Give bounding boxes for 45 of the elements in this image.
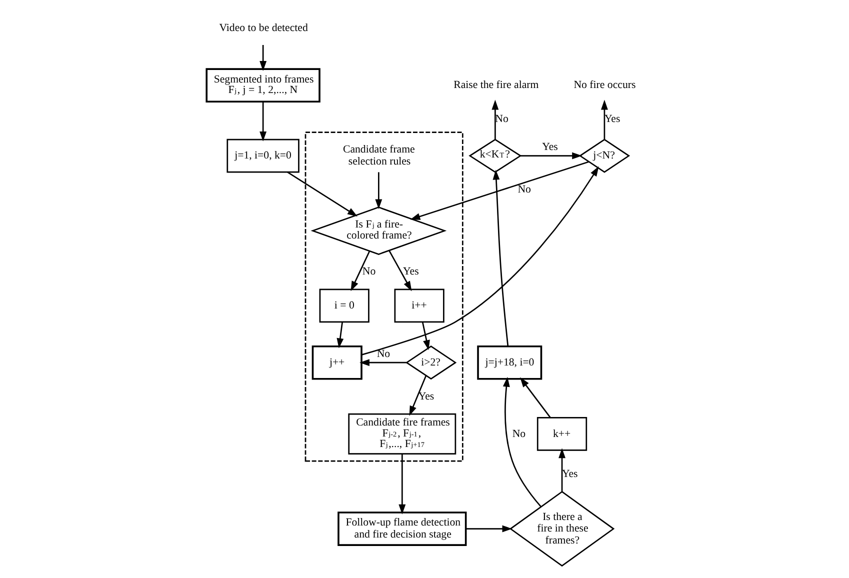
arrow <box>361 166 599 356</box>
arrow <box>466 525 512 532</box>
edge-label: Yes <box>418 390 434 402</box>
node-box: i++ <box>394 288 444 323</box>
arrow <box>287 172 358 216</box>
node-box: j++ <box>312 345 362 380</box>
arrow <box>492 100 499 140</box>
node-diamond: j<N? <box>578 138 630 173</box>
arrow <box>600 100 608 140</box>
node-box: j=1, i=0, k=0 <box>226 138 300 173</box>
node-text: Video to be detected <box>219 22 308 34</box>
edge-label: No <box>376 348 390 360</box>
arrow <box>558 448 566 492</box>
arrow <box>398 454 406 514</box>
arrow <box>502 376 542 508</box>
edge-label: No <box>512 428 526 440</box>
cluster <box>304 132 464 462</box>
edge-label: Yes <box>604 113 620 126</box>
edge-label: Yes <box>562 468 578 480</box>
node-box: k++ <box>536 417 588 451</box>
node-diamond: Is there a fire in these frames? <box>509 490 615 567</box>
arrow <box>260 102 267 142</box>
edge-label: Yes <box>403 266 419 278</box>
node-text: Raise the fire alarm <box>454 79 539 92</box>
arrow <box>260 44 267 71</box>
edge-label: No <box>518 183 531 196</box>
arrow <box>520 152 582 160</box>
node-box: Follow-up flame detection and fire decision stage <box>338 512 467 546</box>
arrow <box>520 377 551 418</box>
node-box: j=j+18, i=0 <box>477 345 542 380</box>
arrow <box>350 250 370 292</box>
node-diamond: i>2? <box>405 346 457 380</box>
edge-label: Yes <box>542 141 558 154</box>
arrow <box>336 322 344 348</box>
node-box: i = 0 <box>319 288 370 323</box>
arrow <box>422 322 430 350</box>
arrow <box>375 172 382 210</box>
edge-label: No <box>362 266 376 278</box>
arrow <box>388 250 412 292</box>
node-text: Candidate frame selection rules <box>342 144 415 168</box>
arrow <box>409 375 427 416</box>
node-text: No fire occurs <box>574 79 636 92</box>
arrow <box>410 161 590 220</box>
arrow <box>360 359 406 366</box>
arrow <box>492 170 509 346</box>
